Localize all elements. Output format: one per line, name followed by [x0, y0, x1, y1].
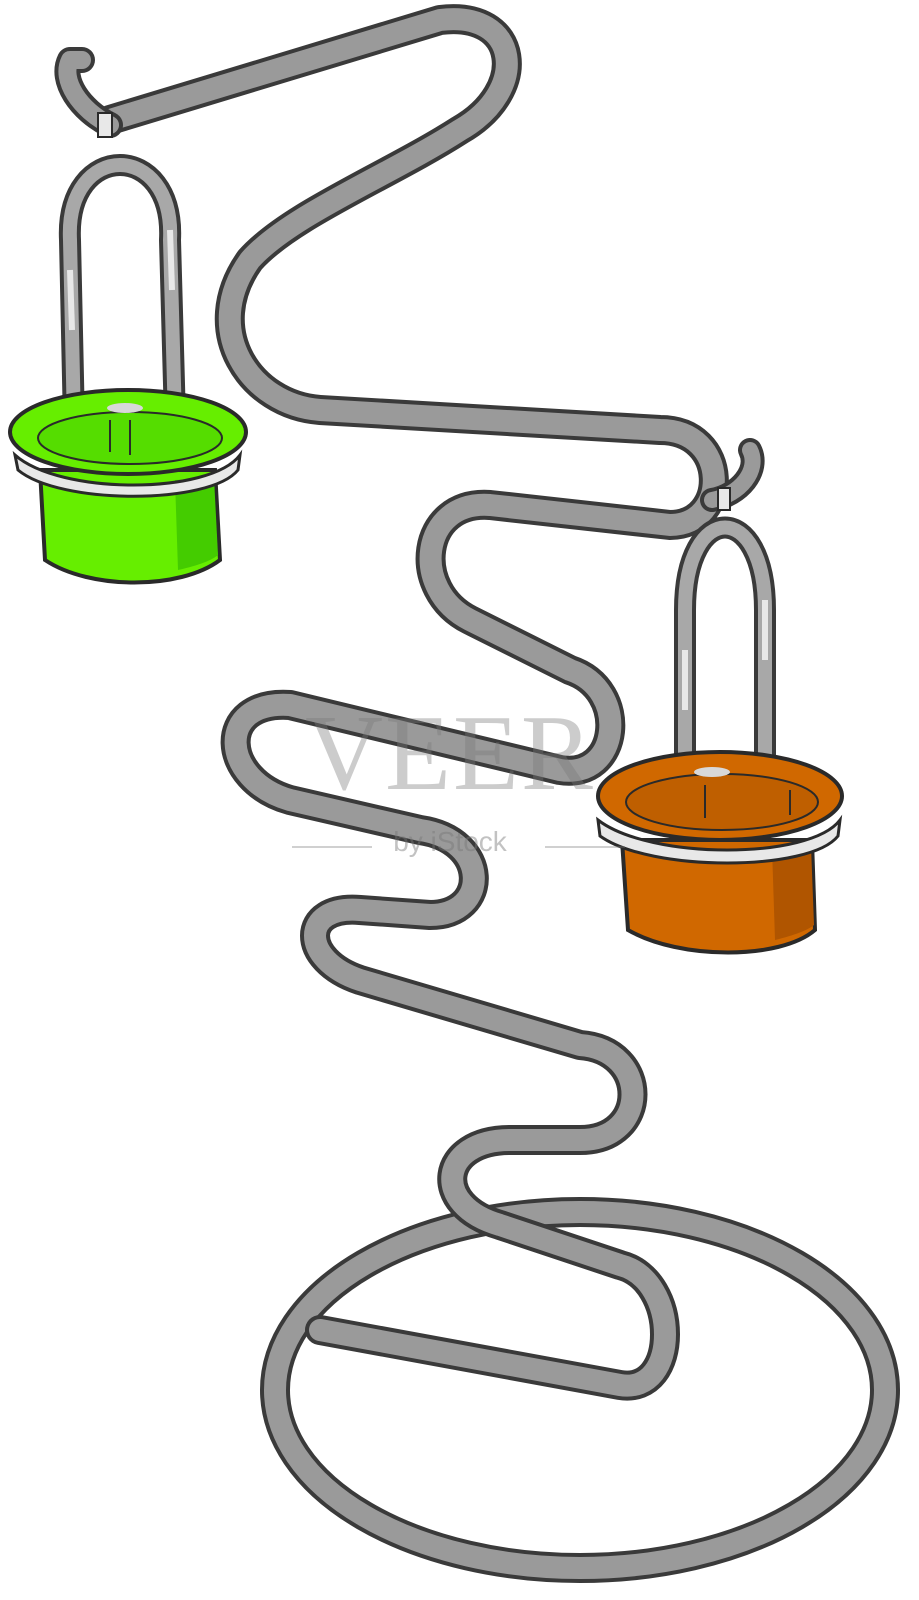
green-cup-handle	[62, 158, 182, 477]
green-cup-rim-band	[12, 449, 243, 498]
green-cup	[8, 154, 248, 585]
right-clip	[717, 487, 731, 511]
green-cup-body	[37, 468, 223, 585]
orange-cup	[596, 516, 844, 955]
orange-cup-body	[619, 838, 818, 955]
wire-stand	[54, 4, 900, 1583]
stand-rod-outline	[95, 4, 729, 1401]
orange-cup-handle	[678, 520, 772, 832]
left-clip	[97, 112, 113, 138]
stand-base-ring	[264, 1201, 896, 1579]
stand-rod	[99, 8, 725, 1397]
orange-cup-rim-band	[596, 814, 843, 865]
